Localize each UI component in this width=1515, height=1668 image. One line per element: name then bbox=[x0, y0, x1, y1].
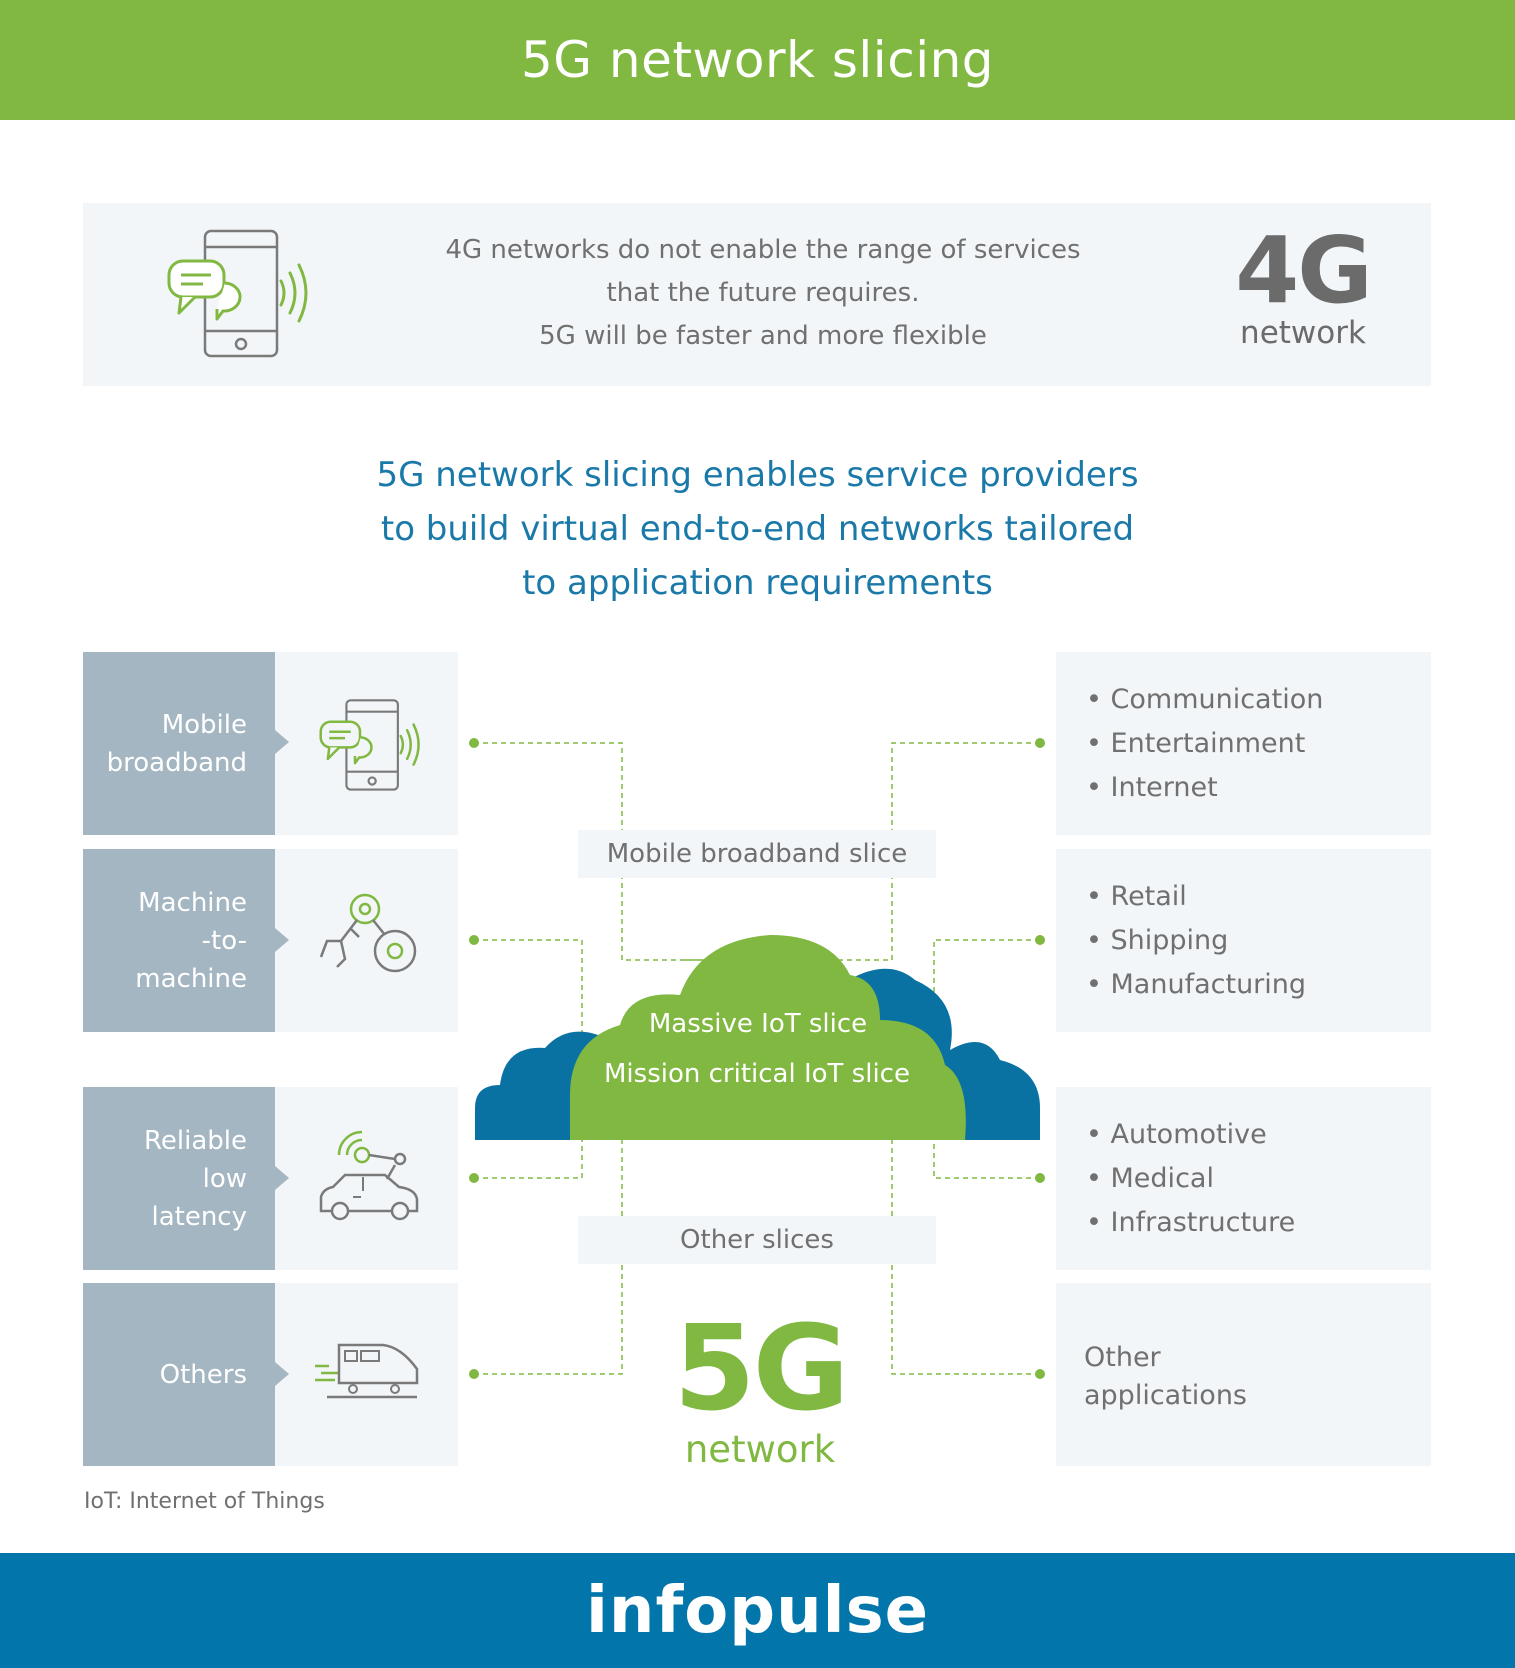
category-pointer bbox=[275, 1362, 289, 1386]
app-item: • Retail bbox=[1086, 881, 1187, 912]
category-icon-box bbox=[275, 1283, 458, 1466]
slice-label: Other slices bbox=[680, 1225, 834, 1255]
smartphone-chat-icon bbox=[167, 229, 308, 358]
category-pointer bbox=[275, 1166, 289, 1190]
intro-text: 4G networks do not enable the range of s… bbox=[413, 229, 1113, 358]
slice-massive-iot: Massive IoT slice bbox=[648, 1009, 868, 1039]
tagline-line: to build virtual end-to-end networks tai… bbox=[380, 509, 1135, 549]
4g-badge-title: 4G bbox=[1235, 217, 1373, 324]
footer-banner: infopulse bbox=[0, 1553, 1515, 1668]
app-box-m2m: • Retail • Shipping • Manufacturing bbox=[1056, 849, 1431, 1032]
5g-network-subtitle: network bbox=[684, 1428, 836, 1471]
smartphone-chat-icon bbox=[319, 699, 420, 791]
page-title: 5G network slicing bbox=[520, 31, 995, 89]
category-machine-to-machine: Machine -to- machine bbox=[83, 849, 275, 1032]
category-reliable-low-latency: Reliable low latency bbox=[83, 1087, 275, 1270]
app-other-line: Other bbox=[1084, 1342, 1161, 1373]
category-icon-box bbox=[275, 849, 458, 1032]
category-label: Others bbox=[159, 1359, 247, 1390]
5g-network-title: 5G bbox=[673, 1299, 850, 1437]
app-box-broadband: • Communication • Entertainment • Intern… bbox=[1056, 652, 1431, 835]
app-item: • Communication bbox=[1086, 684, 1324, 715]
app-item: • Entertainment bbox=[1086, 728, 1306, 759]
app-item: • Manufacturing bbox=[1086, 969, 1307, 1000]
category-others: Others bbox=[83, 1283, 275, 1466]
category-pointer bbox=[275, 928, 289, 952]
category-mobile-broadband: Mobile broadband bbox=[83, 652, 275, 835]
app-item: • Shipping bbox=[1086, 925, 1229, 956]
category-label: Machine -to- machine bbox=[135, 887, 247, 994]
infopulse-logo: infopulse bbox=[585, 1573, 930, 1648]
app-box-other: Other applications bbox=[1056, 1283, 1431, 1466]
slice-mobile-broadband: Mobile broadband slice bbox=[578, 830, 936, 878]
intro-line: 5G will be faster and more flexible bbox=[539, 321, 987, 351]
app-item: • Automotive bbox=[1086, 1119, 1267, 1150]
tagline-line: 5G network slicing enables service provi… bbox=[376, 455, 1139, 495]
app-item: • Internet bbox=[1086, 772, 1218, 803]
category-icon-box bbox=[275, 1087, 458, 1270]
intro-line: 4G networks do not enable the range of s… bbox=[445, 235, 1081, 265]
connected-car-icon bbox=[319, 1130, 419, 1221]
category-label: Reliable low latency bbox=[144, 1125, 247, 1232]
intro-line: that the future requires. bbox=[606, 278, 920, 308]
category-pointer bbox=[275, 730, 289, 754]
app-item: • Infrastructure bbox=[1086, 1207, 1296, 1238]
app-box-low-latency: • Automotive • Medical • Infrastructure bbox=[1056, 1087, 1431, 1270]
app-other-line: applications bbox=[1084, 1380, 1248, 1411]
tagline-line: to application requirements bbox=[522, 563, 993, 603]
category-icon-box bbox=[275, 652, 458, 835]
category-label: Mobile broadband bbox=[106, 709, 247, 778]
footnote: IoT: Internet of Things bbox=[84, 1489, 325, 1514]
connector-dots bbox=[469, 738, 1045, 1379]
cloud-icon bbox=[475, 935, 1040, 1140]
intro-panel: 4G networks do not enable the range of s… bbox=[83, 203, 1431, 386]
header-banner: 5G network slicing bbox=[0, 0, 1515, 120]
4g-badge-subtitle: network bbox=[1240, 315, 1366, 351]
slice-mission-critical-iot: Mission critical IoT slice bbox=[604, 1059, 910, 1089]
robotic-arm-icon bbox=[319, 893, 417, 973]
slice-label: Mobile broadband slice bbox=[606, 839, 908, 869]
slice-other: Other slices bbox=[578, 1216, 936, 1264]
tagline: 5G network slicing enables service provi… bbox=[250, 448, 1265, 610]
app-item: • Medical bbox=[1086, 1163, 1214, 1194]
train-icon bbox=[315, 1343, 419, 1399]
